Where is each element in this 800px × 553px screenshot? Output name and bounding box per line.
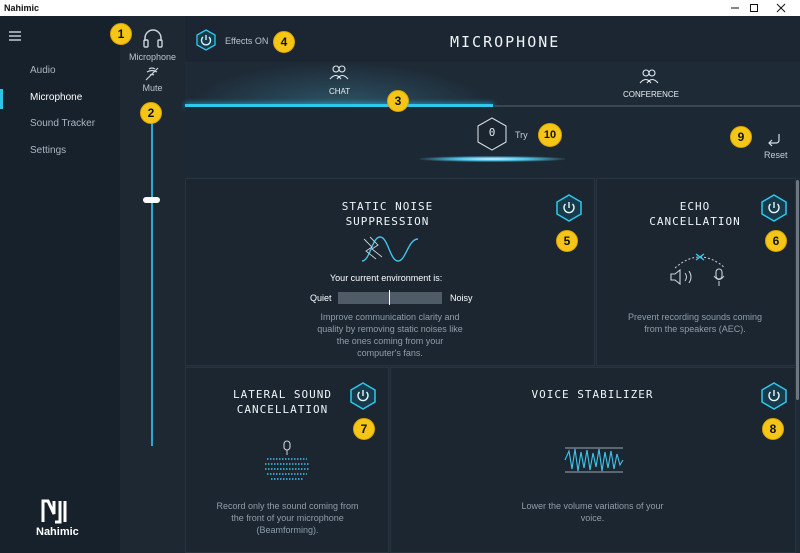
microphone-device-label: Microphone	[128, 52, 177, 62]
lateral-power-button[interactable]	[350, 382, 376, 410]
sidebar-item-microphone[interactable]: Microphone	[30, 92, 83, 103]
title-bar: Nahimic	[0, 0, 800, 16]
annotation-badge-5: 5	[556, 230, 578, 252]
hamburger-menu-icon[interactable]	[9, 31, 21, 41]
voice-stabilizer-desc-1: Lower the volume variations of your	[521, 501, 664, 511]
effects-status-label: Effects ON	[225, 36, 269, 46]
sidebar-item-audio[interactable]: Audio	[30, 65, 56, 76]
noisy-label: Noisy	[450, 293, 473, 303]
echo-title-line2: CANCELLATION	[649, 215, 741, 228]
static-noise-desc-3: the ones coming from your	[336, 336, 444, 346]
try-counter: 0	[488, 126, 496, 139]
close-button[interactable]	[768, 0, 794, 16]
annotation-badge-6: 6	[765, 230, 787, 252]
voice-stabilizer-title: VOICE STABILIZER	[531, 388, 654, 401]
annotation-badge-8: 8	[762, 418, 784, 440]
noise-wave-icon	[360, 233, 420, 265]
sidebar-item-sound-tracker[interactable]: Sound Tracker	[30, 118, 96, 129]
beamforming-icon	[262, 439, 312, 485]
static-noise-title-line2: SUPPRESSION	[345, 215, 430, 228]
nahimic-logo-icon	[40, 498, 82, 524]
annotation-badge-2: 2	[140, 102, 162, 124]
lateral-desc-3: (Beamforming).	[256, 525, 319, 535]
chat-people-icon	[329, 64, 349, 80]
volume-slider-thumb[interactable]	[143, 197, 160, 203]
logo-text: Nahimic	[36, 526, 79, 538]
tab-conference-label[interactable]: CONFERENCE	[623, 90, 680, 99]
conference-people-icon	[639, 68, 659, 84]
static-noise-desc-4: computer's fans.	[357, 348, 423, 358]
annotation-badge-4: 4	[273, 31, 295, 53]
static-noise-desc-1: Improve communication clarity and	[320, 312, 460, 322]
window-title: Nahimic	[4, 3, 40, 13]
sidebar: Audio Microphone Sound Tracker Settings …	[0, 16, 120, 553]
voice-waveform-icon	[563, 443, 625, 477]
lateral-title-line1: LATERAL SOUND	[232, 388, 333, 401]
echo-power-button[interactable]	[761, 194, 787, 222]
sidebar-item-settings[interactable]: Settings	[30, 145, 67, 156]
echo-desc-2: from the speakers (AEC).	[644, 324, 746, 334]
echo-speaker-mic-icon	[665, 250, 735, 290]
annotation-badge-10: 10	[538, 123, 562, 147]
tab-chat-label[interactable]: CHAT	[329, 87, 351, 96]
environment-meter-marker	[389, 290, 390, 305]
tab-conference-underline	[493, 105, 800, 107]
tab-chat-underline	[185, 104, 493, 107]
effects-power-button[interactable]	[195, 29, 217, 51]
minimize-button[interactable]	[722, 0, 748, 16]
mute-label: Mute	[142, 83, 163, 93]
voice-stabilizer-power-button[interactable]	[761, 382, 787, 410]
page-title: MICROPHONE	[450, 33, 561, 51]
echo-desc-1: Prevent recording sounds coming	[627, 312, 763, 322]
try-glow	[420, 156, 565, 162]
reset-icon[interactable]	[766, 133, 782, 147]
try-label[interactable]: Try	[515, 130, 528, 140]
voice-stabilizer-desc-2: voice.	[580, 513, 605, 523]
volume-slider-track[interactable]	[151, 123, 153, 446]
environment-label: Your current environment is:	[330, 273, 443, 283]
static-noise-power-button[interactable]	[556, 194, 582, 222]
lateral-title-line2: CANCELLATION	[236, 403, 329, 416]
try-mic-button[interactable]	[476, 117, 508, 151]
static-noise-title-line1: STATIC NOISE	[341, 200, 434, 213]
maximize-button[interactable]	[741, 0, 767, 16]
static-noise-card	[185, 178, 595, 366]
annotation-badge-9: 9	[730, 126, 752, 148]
static-noise-desc-2: quality by removing static noises like	[317, 324, 463, 334]
reset-label[interactable]: Reset	[764, 150, 788, 160]
lateral-desc-1: Record only the sound coming from	[216, 501, 359, 511]
annotation-badge-1: 1	[110, 23, 132, 45]
nav-active-indicator	[0, 89, 3, 109]
annotation-badge-3: 3	[387, 90, 409, 112]
mute-mic-icon[interactable]	[143, 66, 161, 82]
quiet-label: Quiet	[310, 293, 332, 303]
lateral-desc-2: the front of your microphone	[231, 513, 344, 523]
scrollbar[interactable]	[796, 180, 799, 400]
annotation-badge-7: 7	[353, 418, 375, 440]
environment-meter	[338, 292, 442, 304]
echo-title-line1: ECHO	[679, 200, 711, 213]
headset-icon[interactable]	[142, 28, 164, 48]
